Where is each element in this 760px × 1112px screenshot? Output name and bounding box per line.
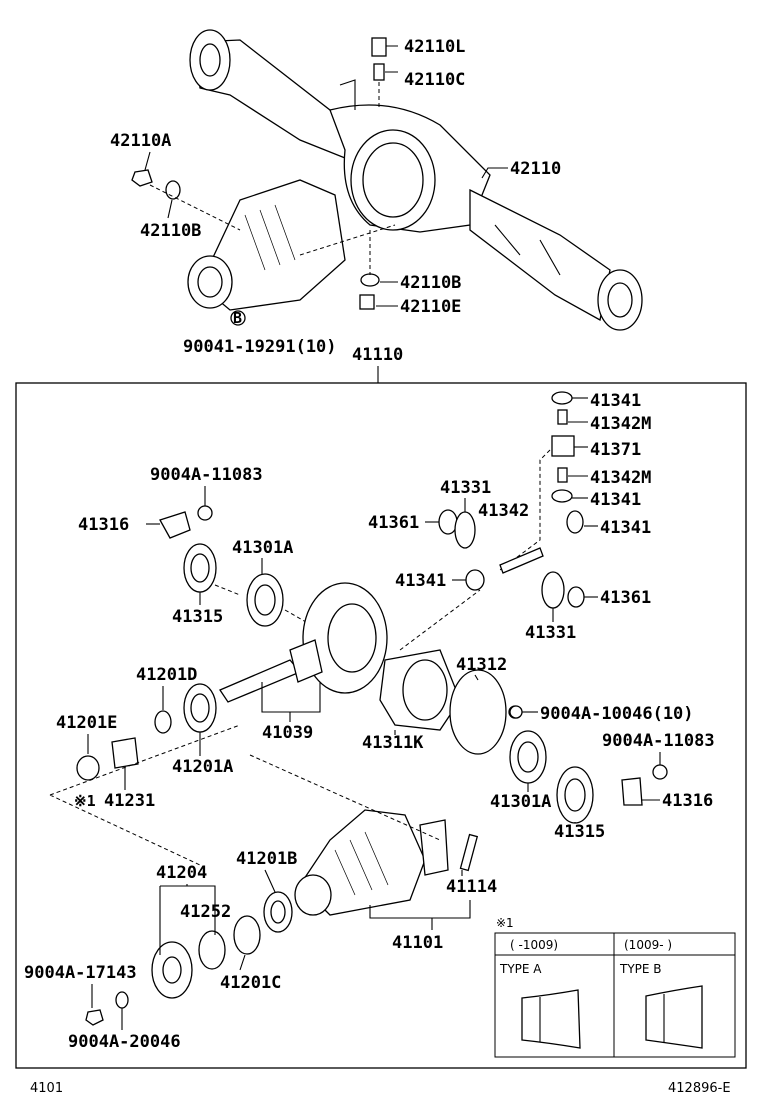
type-a-label: TYPE A [499, 962, 542, 976]
label-41110: 41110 [352, 345, 403, 365]
diff-pinion-stack [499, 391, 584, 571]
label-41341-c: 41341 [600, 518, 651, 538]
label-41315-a: 41315 [172, 607, 223, 627]
label-9004A-10046: 9004A-10046(10) [540, 704, 694, 724]
label-41341-d: 41341 [395, 571, 446, 591]
lock-plate-right [621, 764, 668, 806]
label-42110: 42110 [510, 159, 561, 179]
label-41301A-b: 41301A [490, 792, 551, 812]
nut-washer-left [131, 169, 241, 231]
marker-b-1: B [233, 309, 242, 327]
label-41114: 41114 [446, 877, 497, 897]
label-41342: 41342 [478, 501, 529, 521]
label-41331-a: 41331 [440, 478, 491, 498]
label-41316-a: 41316 [78, 515, 129, 535]
label-41312: 41312 [456, 655, 507, 675]
label-41361-a: 41361 [368, 513, 419, 533]
label-9004A-20046: 9004A-20046 [68, 1032, 181, 1052]
label-42110C: 42110C [404, 70, 465, 90]
type-a-sleeve [521, 989, 581, 1049]
label-41231-mark: ※1 [74, 792, 96, 810]
label-41361-b: 41361 [600, 588, 651, 608]
label-41039: 41039 [262, 723, 313, 743]
carrier-assembly [187, 179, 396, 311]
label-42110L: 42110L [404, 37, 465, 57]
label-42110A: 42110A [110, 131, 171, 151]
label-41201D: 41201D [136, 665, 197, 685]
label-41316-b: 41316 [662, 791, 713, 811]
type-b-range: (1009- ) [624, 938, 672, 952]
label-41342M-a: 41342M [590, 414, 651, 434]
footer-page-code: 4101 [30, 1081, 63, 1096]
label-41315-b: 41315 [554, 822, 605, 842]
label-41301A-a: 41301A [232, 538, 293, 558]
label-41311K: 41311K [362, 733, 424, 753]
label-41342M-b: 41342M [590, 468, 651, 488]
lock-plate-left [159, 505, 213, 539]
label-9004A-11083-b: 9004A-11083 [602, 731, 715, 751]
label-41204: 41204 [156, 863, 207, 883]
vent-plug [371, 37, 398, 110]
label-41341-a: 41341 [590, 391, 641, 411]
type-table: ※1 ( -1009) (1009- ) TYPE A TYPE B [494, 916, 736, 1058]
type-table-mark: ※1 [496, 916, 514, 930]
type-b-sleeve [645, 985, 703, 1049]
label-9004A-11083-a: 9004A-11083 [150, 465, 263, 485]
label-41371: 41371 [590, 440, 641, 460]
ring-gear-pinion [219, 582, 388, 703]
axle-housing [189, 29, 643, 331]
label-41101: 41101 [392, 933, 443, 953]
label-9004A-17143: 9004A-17143 [24, 963, 137, 983]
label-42110B-mid: 42110B [400, 273, 461, 293]
footer-figure-code: 412896-E [668, 1081, 731, 1096]
label-41341-b: 41341 [590, 490, 641, 510]
bearing-left [183, 543, 321, 631]
label-41201A: 41201A [172, 757, 233, 777]
type-b-label: TYPE B [619, 962, 662, 976]
companion-flange [85, 891, 293, 1026]
label-41252: 41252 [180, 902, 231, 922]
label-41201E: 41201E [56, 713, 117, 733]
assembly-frame [15, 382, 747, 1069]
label-41231: 41231 [104, 791, 155, 811]
label-42110E: 42110E [400, 297, 461, 317]
carrier-housing [49, 724, 479, 916]
diff-case [379, 589, 522, 755]
label-41201B: 41201B [236, 849, 297, 869]
nut-washer-right [359, 230, 380, 310]
type-a-range: ( -1009) [510, 938, 558, 952]
label-90041-19291: 90041-19291(10) [183, 337, 337, 357]
diff-side-gears [438, 509, 585, 609]
label-41201C: 41201C [220, 973, 281, 993]
bearing-right [509, 730, 594, 824]
label-42110B-top: 42110B [140, 221, 201, 241]
pinion-bearings [76, 683, 217, 781]
label-41331-b: 41331 [525, 623, 576, 643]
